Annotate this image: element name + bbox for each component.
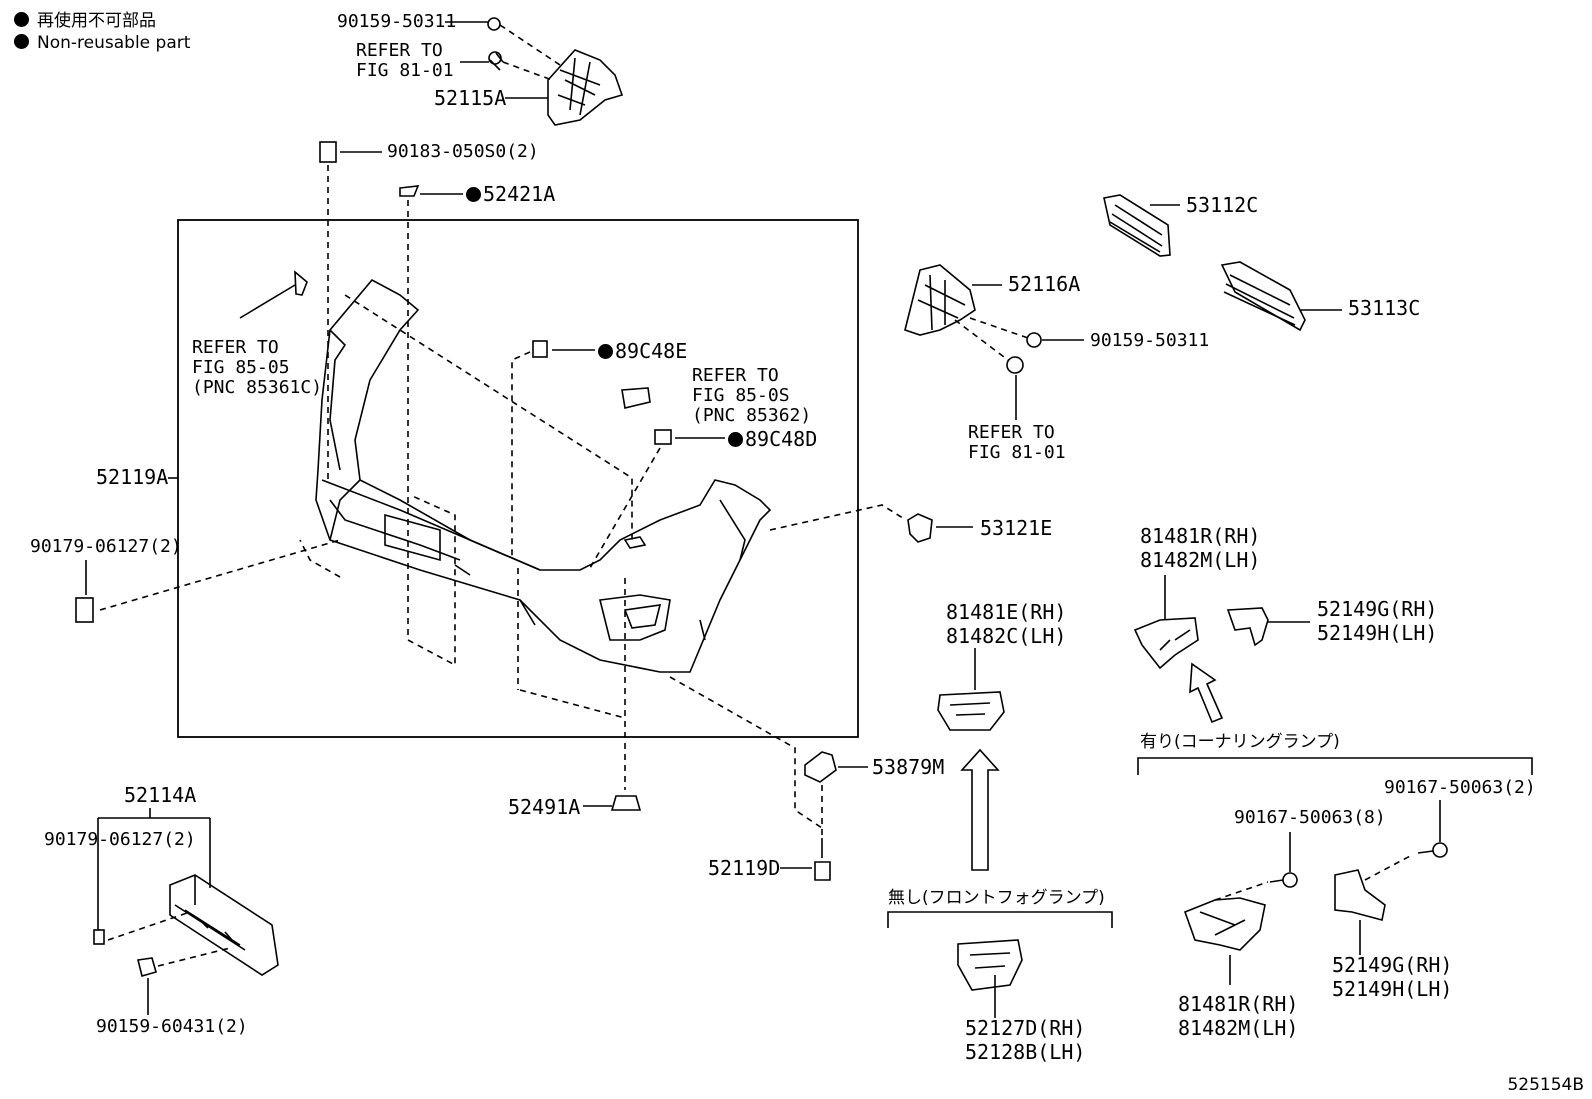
part-label: 52114A <box>124 783 197 807</box>
bracket-52149G-bottom-icon <box>1334 869 1386 921</box>
refer-label: FIG 81-01 <box>356 60 454 81</box>
part-label: 52149H(LH) <box>1317 621 1438 645</box>
part-label: 81481R(RH) <box>1178 992 1299 1016</box>
clip-53121E-icon <box>907 513 933 543</box>
part-label: 90159-60431(2) <box>96 1016 248 1037</box>
clip-89C48D-icon <box>654 429 672 445</box>
refer-label: FIG 85-05 <box>192 357 290 378</box>
sensor-icon <box>621 387 651 409</box>
condition-label: 無し(フロントフォグランプ) <box>888 888 1105 908</box>
sensor-bracket-icon <box>294 270 308 296</box>
refer-label: REFER TO <box>356 40 443 61</box>
part-label: 52149H(LH) <box>1332 977 1453 1001</box>
bumper-cover-icon <box>315 278 772 673</box>
nut-53879M-icon <box>804 751 837 783</box>
part-label: 89C48E <box>598 341 687 361</box>
part-label: 52149G(RH) <box>1332 953 1453 977</box>
bolt-90159-icon <box>137 957 157 977</box>
bracket-81481R-bottom-icon <box>1183 897 1266 951</box>
clip-90179-left-icon <box>75 597 94 623</box>
bolt-icon <box>1432 842 1448 858</box>
clip-52491A-icon <box>610 795 642 811</box>
refer-label: (PNC 85361C) <box>192 377 323 398</box>
clip-89C48E-icon <box>532 340 548 358</box>
plate-52114A-icon <box>169 874 279 976</box>
part-label: 81482M(LH) <box>1140 548 1261 572</box>
bolt-icon <box>1026 332 1042 348</box>
figure-id: 525154B <box>1507 1075 1584 1095</box>
part-label: 81481R(RH) <box>1140 524 1261 548</box>
part-label: 52116A <box>1008 272 1081 296</box>
bolt-icon <box>1006 356 1024 374</box>
bracket-52116A-icon <box>904 264 976 336</box>
bezel-81481E-icon <box>937 691 1005 731</box>
part-label: 90167-50063(8) <box>1234 807 1386 828</box>
condition-label: 有り(コーナリングランプ) <box>1140 732 1340 752</box>
non-reusable-dot-icon <box>14 12 29 27</box>
non-reusable-dot-icon <box>14 34 29 49</box>
cover-52127D-icon <box>957 939 1023 991</box>
refer-label: FIG 85-0S <box>692 385 790 406</box>
part-label: 89C48D <box>728 429 817 449</box>
non-reusable-dot-icon <box>598 344 613 359</box>
bolt-icon <box>1282 872 1298 888</box>
part-label: 90179-06127(2) <box>44 829 196 850</box>
refer-label: REFER TO <box>192 337 279 358</box>
refer-label: (PNC 85362) <box>692 405 812 426</box>
refer-label: FIG 81-01 <box>968 442 1066 463</box>
part-label: 53113C <box>1348 296 1421 320</box>
part-label: 53112C <box>1186 193 1259 217</box>
part-label: 90183-050S0(2) <box>387 141 539 162</box>
part-label: 81482M(LH) <box>1178 1016 1299 1040</box>
screw-52119D-icon <box>814 838 831 881</box>
legend-item-jp: 再使用不可部品 <box>14 8 190 34</box>
part-label: 53121E <box>980 516 1053 540</box>
part-label: 81481E(RH) <box>946 600 1067 624</box>
refer-label: REFER TO <box>968 422 1055 443</box>
washer-52421A-icon <box>399 185 420 197</box>
refer-label: REFER TO <box>692 365 779 386</box>
bracket-52149G-top-icon <box>1226 607 1269 647</box>
clip-90183-icon <box>319 141 337 163</box>
part-label: 52119D <box>708 856 781 880</box>
part-label: 52149G(RH) <box>1317 597 1438 621</box>
arrow-diag-icon <box>1189 662 1224 724</box>
part-label: 52119A <box>96 465 169 489</box>
part-label: 52491A <box>508 795 581 819</box>
non-reusable-dot-icon <box>466 187 481 202</box>
part-label: 52421A <box>466 184 555 204</box>
part-label: 52127D(RH) <box>965 1016 1086 1040</box>
grille-53113C-icon <box>1220 261 1306 332</box>
part-label: 90167-50063(2) <box>1384 777 1536 798</box>
grille-53112C-icon <box>1103 194 1171 257</box>
part-label: 81482C(LH) <box>946 624 1067 648</box>
arrow-up-icon <box>960 748 1000 871</box>
clip-90179-bottom-icon <box>93 929 105 945</box>
non-reusable-dot-icon <box>728 432 743 447</box>
legend: 再使用不可部品 Non-reusable part <box>14 8 190 56</box>
part-label: 53879M <box>872 755 945 779</box>
bracket-52115A-icon <box>487 17 624 126</box>
legend-item-en: Non-reusable part <box>14 30 190 56</box>
part-label: 52115A <box>434 86 507 110</box>
part-label: 90159-50311 <box>1090 330 1210 351</box>
part-label: 90159-50311 <box>337 11 457 32</box>
part-label: 52128B(LH) <box>965 1040 1086 1064</box>
part-label: 90179-06127(2) <box>30 536 182 557</box>
bracket-81481R-top-icon <box>1133 617 1199 670</box>
